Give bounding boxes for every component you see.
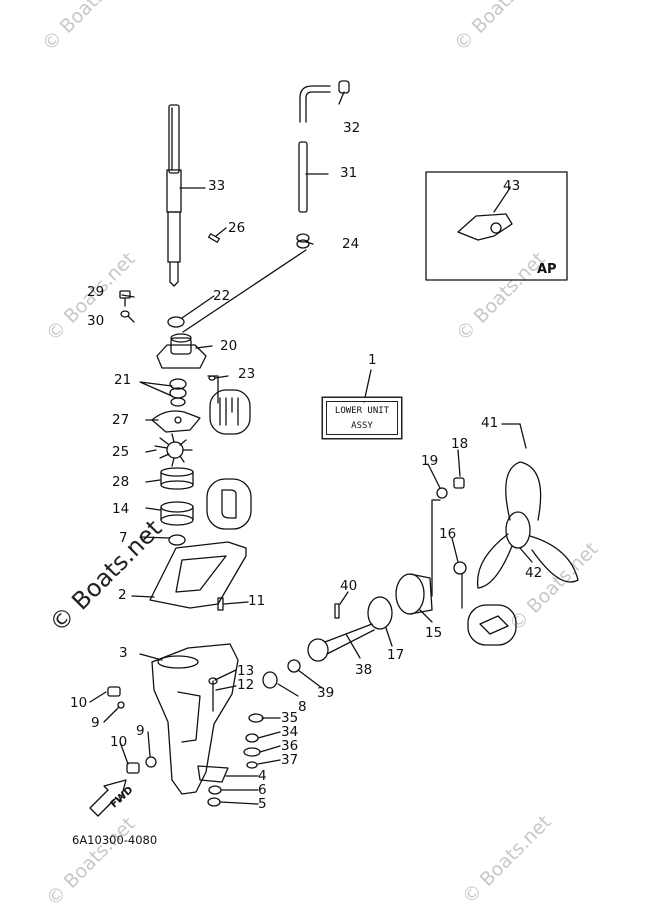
callout-34: 34 bbox=[281, 724, 299, 740]
callout-31: 31 bbox=[340, 165, 358, 181]
callout-29: 29 bbox=[87, 284, 105, 300]
callout-22: 22 bbox=[213, 288, 231, 304]
callout-27: 27 bbox=[112, 412, 130, 428]
assy-line-1: LOWER UNIT bbox=[334, 406, 390, 416]
callout-3: 3 bbox=[119, 645, 128, 661]
fwd-arrow bbox=[89, 779, 127, 817]
callout-35: 35 bbox=[281, 710, 299, 726]
callout-30: 30 bbox=[87, 313, 105, 329]
water-tube bbox=[296, 85, 331, 249]
lower-unit-assy-box: LOWER UNIT ASSY bbox=[326, 401, 398, 435]
callout-12: 12 bbox=[237, 677, 255, 693]
pin bbox=[208, 233, 220, 243]
plug-bottom bbox=[126, 762, 140, 774]
washer-19 bbox=[436, 487, 448, 499]
callout-2: 2 bbox=[118, 587, 127, 603]
pin-40 bbox=[334, 603, 340, 619]
dowel-pin bbox=[217, 597, 224, 611]
callout-26: 26 bbox=[228, 220, 246, 236]
callout-11: 11 bbox=[248, 593, 266, 609]
gasket bbox=[168, 534, 186, 546]
callout-6: 6 bbox=[258, 782, 267, 798]
washer-13 bbox=[208, 677, 218, 685]
cotter-pin bbox=[519, 423, 527, 449]
callout-9-top: 9 bbox=[91, 715, 100, 731]
callout-21: 21 bbox=[114, 372, 132, 388]
diagram-code: 6A10300-4080 bbox=[72, 833, 158, 847]
washer-37 bbox=[246, 761, 258, 769]
callout-19: 19 bbox=[421, 453, 439, 469]
o-ring-17 bbox=[367, 596, 393, 630]
callout-9-bottom: 9 bbox=[136, 723, 145, 739]
callout-36: 36 bbox=[281, 738, 299, 754]
callout-40: 40 bbox=[340, 578, 358, 594]
washer-34 bbox=[245, 733, 259, 743]
callout-23: 23 bbox=[238, 366, 256, 382]
callout-25: 25 bbox=[112, 444, 130, 460]
impeller bbox=[154, 433, 193, 467]
callout-42: 42 bbox=[525, 565, 543, 581]
callout-32: 32 bbox=[343, 120, 361, 136]
callout-38: 38 bbox=[355, 662, 373, 678]
callout-28: 28 bbox=[112, 474, 130, 490]
assy-line-2: ASSY bbox=[351, 421, 373, 431]
callout-17: 17 bbox=[387, 647, 405, 663]
callout-16: 16 bbox=[439, 526, 457, 542]
callout-7: 7 bbox=[119, 530, 128, 546]
spacer bbox=[453, 561, 467, 575]
water-inlet-cover bbox=[457, 213, 513, 241]
bolt-29 bbox=[119, 290, 131, 318]
propeller bbox=[476, 461, 579, 589]
callout-4: 4 bbox=[258, 768, 267, 784]
propeller-shaft bbox=[307, 623, 375, 662]
gasket-detail-inset bbox=[206, 478, 252, 530]
callout-39: 39 bbox=[317, 685, 335, 701]
lower-plate bbox=[149, 541, 247, 609]
bearing bbox=[262, 671, 278, 689]
nut-36 bbox=[243, 747, 261, 757]
prop-detail-inset bbox=[467, 604, 517, 646]
washer-39 bbox=[287, 659, 301, 673]
callout-14: 14 bbox=[112, 501, 130, 517]
pump-case bbox=[160, 501, 194, 526]
gasket-9-top bbox=[117, 701, 125, 709]
leader-15 bbox=[431, 499, 441, 597]
plug-top bbox=[107, 686, 121, 697]
callout-8: 8 bbox=[298, 699, 307, 715]
callout-20: 20 bbox=[220, 338, 238, 354]
callout-1: 1 bbox=[368, 352, 377, 368]
callout-10-bottom: 10 bbox=[110, 734, 128, 750]
seals bbox=[169, 378, 187, 407]
nut-5 bbox=[207, 797, 221, 807]
bolt-18 bbox=[453, 477, 465, 489]
callout-10-top: 10 bbox=[70, 695, 88, 711]
callout-24: 24 bbox=[342, 236, 360, 252]
outer-plate bbox=[151, 410, 201, 433]
anode bbox=[197, 765, 229, 783]
washer-6 bbox=[208, 785, 222, 795]
lower-casing bbox=[151, 643, 239, 795]
inset-label: AP bbox=[537, 262, 557, 277]
drive-shaft bbox=[166, 104, 182, 287]
callout-41: 41 bbox=[481, 415, 499, 431]
callout-15: 15 bbox=[425, 625, 443, 641]
washer-35 bbox=[248, 713, 264, 723]
callout-13: 13 bbox=[237, 663, 255, 679]
gasket-9-bottom bbox=[145, 756, 157, 768]
callout-33: 33 bbox=[208, 178, 226, 194]
inset-frame bbox=[425, 171, 568, 281]
callout-43: 43 bbox=[503, 178, 521, 194]
callout-37: 37 bbox=[281, 752, 299, 768]
pump-housing bbox=[156, 333, 207, 369]
o-ring bbox=[167, 316, 185, 328]
callout-18: 18 bbox=[451, 436, 469, 452]
seal-detail-inset bbox=[209, 389, 251, 435]
grommet bbox=[338, 80, 350, 94]
bearing-housing bbox=[395, 573, 433, 615]
callout-5: 5 bbox=[258, 796, 267, 812]
insert-cartridge bbox=[160, 467, 194, 490]
